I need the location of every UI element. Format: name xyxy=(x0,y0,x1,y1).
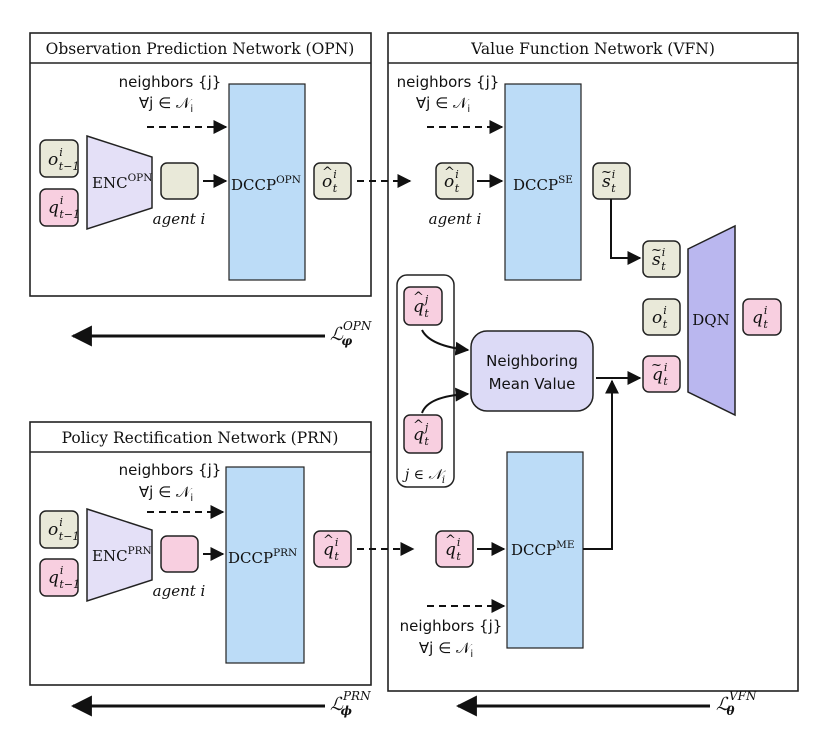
svg-text:DCCPSE: DCCPSE xyxy=(513,174,573,194)
svg-text:∀j ∈ 𝒩i: ∀j ∈ 𝒩i xyxy=(139,483,193,504)
dccp-prn-block: DCCPPRN xyxy=(225,466,305,664)
svg-text:oit: oit xyxy=(652,304,668,331)
svg-text:qit: qit xyxy=(652,361,668,388)
vfn-neighbors-label-bottom: neighbors {j} ∀j ∈ 𝒩i xyxy=(400,617,503,660)
prn-latent-box xyxy=(160,535,199,573)
svg-text:ENCPRN: ENCPRN xyxy=(92,545,152,565)
neighbor-top-arrow xyxy=(421,329,470,356)
vfn-title: Value Function Network (VFN) xyxy=(470,40,715,58)
svg-text:^: ^ xyxy=(322,165,333,180)
svg-text:DCCPME: DCCPME xyxy=(511,539,575,559)
svg-text:^: ^ xyxy=(445,533,456,548)
svg-text:ENCOPN: ENCOPN xyxy=(92,172,152,192)
opn-title: Observation Prediction Network (OPN) xyxy=(46,40,355,58)
prn-title: Policy Rectification Network (PRN) xyxy=(62,429,339,447)
svg-text:^: ^ xyxy=(413,290,424,305)
forall-text: ∀j ∈ 𝒩i xyxy=(139,94,193,115)
svg-text:Mean Value: Mean Value xyxy=(489,375,576,393)
neighbor-bottom-arrow xyxy=(421,387,470,414)
svg-text:oit: oit xyxy=(444,168,460,195)
dqn-block: DQN xyxy=(687,224,736,417)
svg-text:neighbors {j}: neighbors {j} xyxy=(397,73,500,91)
svg-text:Neighboring: Neighboring xyxy=(486,352,578,370)
svg-text:sit: sit xyxy=(602,168,616,195)
svg-text:qit−1: qit−1 xyxy=(48,194,80,221)
prn-agent-label: agent i xyxy=(153,582,206,600)
neighbor-group-bracket xyxy=(396,274,455,488)
dccp-se-block: DCCPSE xyxy=(504,83,582,281)
svg-text:DQN: DQN xyxy=(692,311,729,329)
svg-text:oit: oit xyxy=(322,168,338,195)
svg-text:qjt: qjt xyxy=(413,421,429,448)
vfn-neighbors-label-top: neighbors {j} ∀j ∈ 𝒩i xyxy=(397,73,500,115)
dccp-opn-block: DCCPOPN xyxy=(228,83,306,281)
svg-text:sit: sit xyxy=(652,246,666,273)
svg-text:neighbors {j}: neighbors {j} xyxy=(400,617,503,635)
svg-text:oit−1: oit−1 xyxy=(48,516,79,543)
svg-text:~: ~ xyxy=(601,165,612,180)
opn-latent-box xyxy=(160,162,199,200)
opn-agent-label: agent i xyxy=(153,210,206,228)
svg-text:DCCPPRN: DCCPPRN xyxy=(228,547,297,567)
neighboring-mean-value-block: Neighboring Mean Value xyxy=(470,330,594,412)
svg-text:neighbors {j}: neighbors {j} xyxy=(119,461,222,479)
svg-text:^: ^ xyxy=(444,165,455,180)
enc-prn-block: ENCPRN xyxy=(86,507,153,603)
neighbors-text: neighbors {j} xyxy=(119,73,222,91)
svg-text:~: ~ xyxy=(651,243,662,258)
svg-text:^: ^ xyxy=(323,533,334,548)
enc-opn-block: ENCOPN xyxy=(86,134,153,231)
j-in-n-label: j ∈ 𝒩i xyxy=(402,467,447,486)
dccp-me-block: DCCPME xyxy=(506,451,584,649)
svg-text:qit−1: qit−1 xyxy=(48,564,80,591)
svg-text:∀j ∈ 𝒩i: ∀j ∈ 𝒩i xyxy=(419,639,473,660)
svg-text:qit: qit xyxy=(323,536,339,563)
svg-text:qit: qit xyxy=(445,536,461,563)
svg-text:oit−1: oit−1 xyxy=(48,146,79,173)
svg-text:^: ^ xyxy=(413,418,424,433)
opn-neighbors-label: neighbors {j} ∀j ∈ 𝒩i xyxy=(119,73,222,115)
state-to-dqn-arrow xyxy=(610,199,642,265)
prn-neighbors-label: neighbors {j} ∀j ∈ 𝒩i xyxy=(119,461,222,504)
me-to-mean-arrow xyxy=(583,379,619,550)
svg-text:qjt: qjt xyxy=(413,293,429,320)
svg-text:DCCPOPN: DCCPOPN xyxy=(231,174,301,194)
svg-text:qit: qit xyxy=(752,304,768,331)
svg-text:~: ~ xyxy=(651,358,662,373)
vfn-agent-label: agent i xyxy=(429,210,482,228)
svg-text:∀j ∈ 𝒩i: ∀j ∈ 𝒩i xyxy=(416,94,470,115)
